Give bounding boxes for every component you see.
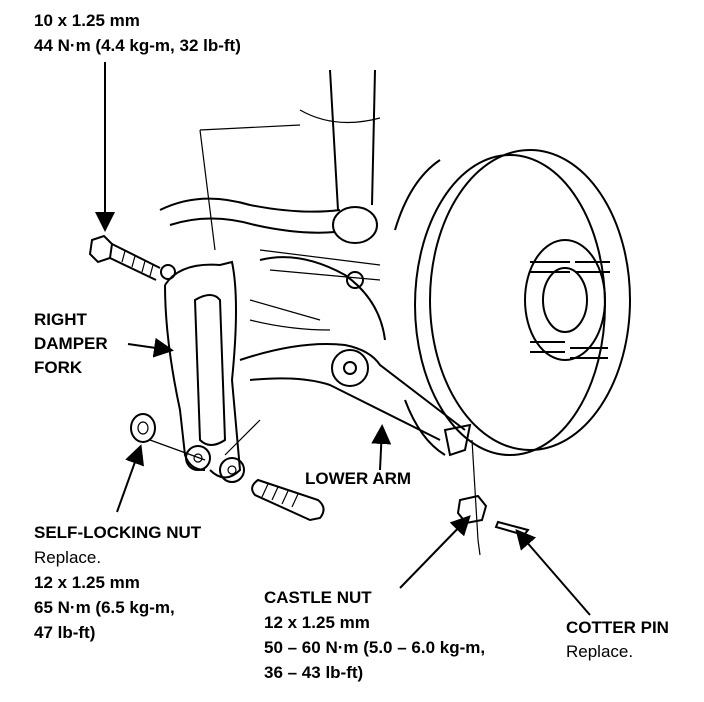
castle-nut-torque-2: 36 – 43 lb-ft) (264, 663, 364, 682)
self-locking-nut-drawing (130, 413, 156, 443)
cotter-pin-drawing (494, 520, 530, 537)
self-locking-nut-leader (116, 444, 144, 513)
castle-nut-drawing (456, 439, 488, 556)
castle-nut-spec: 12 x 1.25 mm (264, 613, 370, 632)
strut-tube (299, 69, 381, 244)
fork-label-line-2: DAMPER (34, 334, 108, 353)
knuckle (249, 256, 386, 341)
top-bolt-torque: 44 N·m (4.4 kg-m, 32 lb-ft) (34, 36, 241, 55)
upper-linkage (159, 124, 381, 281)
top-bolt-spec: 10 x 1.25 mm (34, 11, 140, 30)
self-locking-nut-title: SELF-LOCKING NUT (34, 523, 202, 542)
self-locking-nut-torque-1: 65 N·m (6.5 kg-m, (34, 598, 175, 617)
castle-nut-title: CASTLE NUT (264, 588, 372, 607)
cotter-pin-leader (515, 528, 591, 616)
fork-label-line-1: RIGHT (34, 310, 87, 329)
self-locking-nut-spec: 12 x 1.25 mm (34, 573, 140, 592)
top-bolt (88, 234, 176, 281)
wheel-studs (530, 261, 610, 359)
self-locking-nut-torque-2: 47 lb-ft) (34, 623, 96, 642)
lower-arm (239, 343, 472, 457)
lower-arm-leader (371, 424, 392, 471)
castle-nut-leader (399, 515, 471, 589)
lower-arm-label: LOWER ARM (305, 469, 412, 488)
brake-rotor (394, 149, 631, 456)
cotter-pin-title: COTTER PIN (566, 618, 669, 637)
cotter-pin-note: Replace. (566, 642, 634, 661)
lower-bolt (251, 478, 325, 522)
fork-label-line-3: FORK (34, 358, 83, 377)
fork-leader (127, 337, 174, 358)
castle-nut-torque-1: 50 – 60 N·m (5.0 – 6.0 kg-m, (264, 638, 486, 657)
damper-fork (149, 260, 261, 483)
self-locking-nut-note: Replace. (34, 548, 102, 567)
